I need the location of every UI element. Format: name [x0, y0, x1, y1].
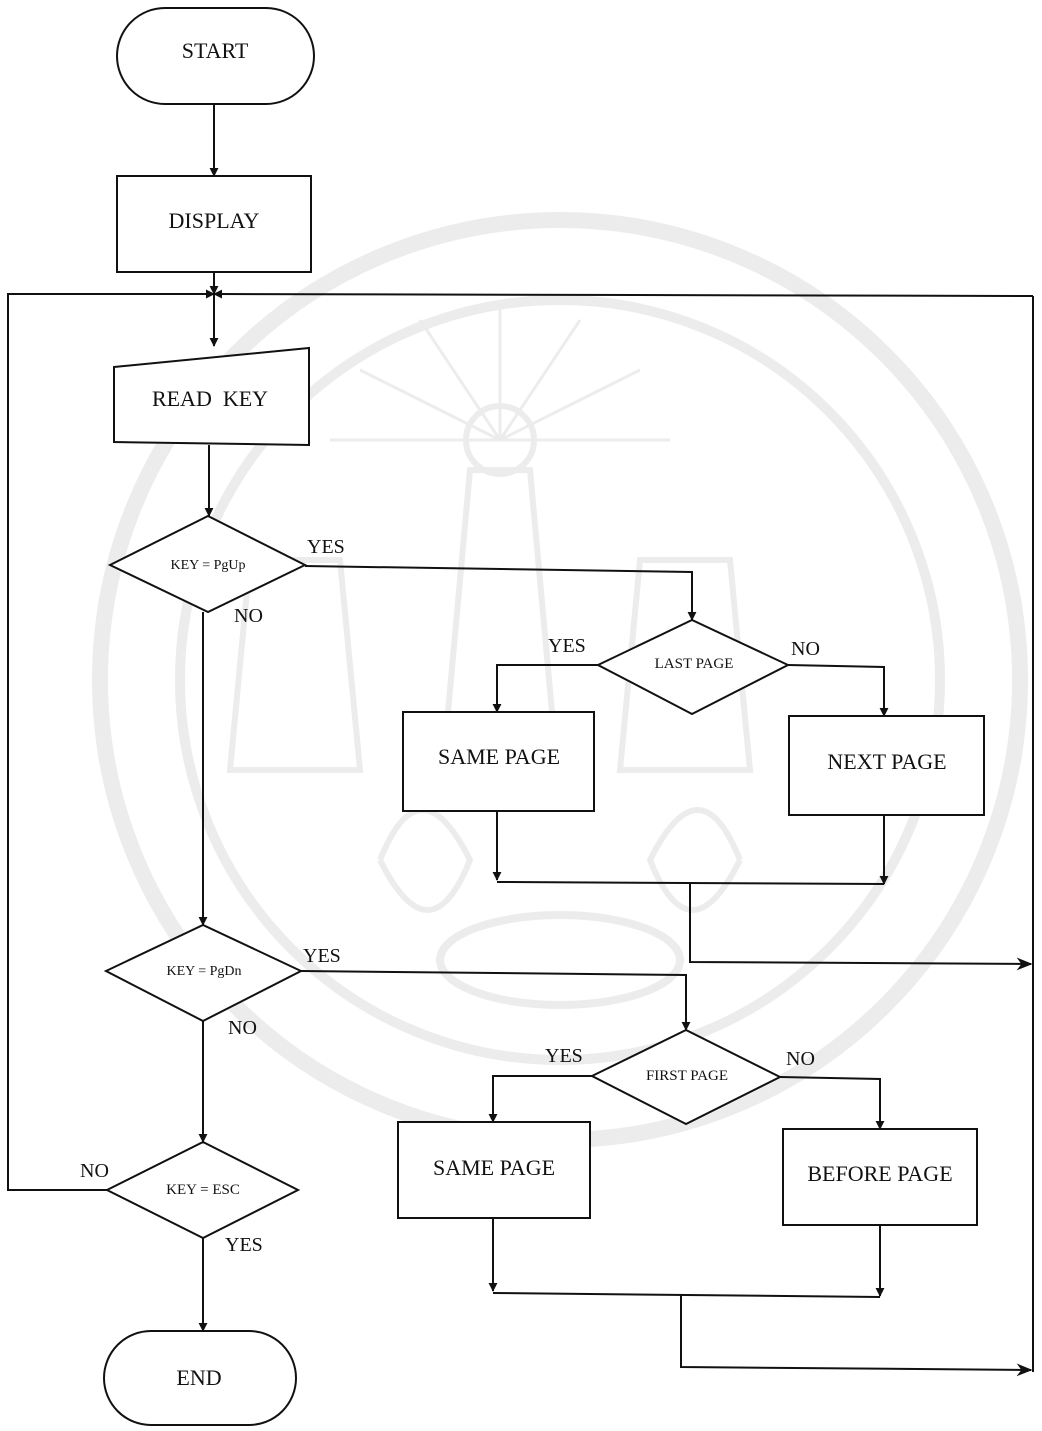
pgup-no-label: NO — [234, 605, 263, 627]
pgdn-no-label: NO — [228, 1017, 257, 1039]
next-page-label: NEXT PAGE — [827, 749, 946, 774]
pgdn-yes-label: YES — [303, 945, 341, 967]
same-page-2-label: SAME PAGE — [433, 1155, 555, 1180]
pgup-label: KEY = PgUp — [170, 558, 245, 573]
last-page-no-label: NO — [791, 638, 820, 660]
first-page-no-label: NO — [786, 1048, 815, 1070]
end-label: END — [176, 1365, 221, 1390]
display-label: DISPLAY — [169, 208, 260, 233]
last-page-label: LAST PAGE — [655, 656, 734, 672]
start-label: START — [182, 38, 249, 63]
pgup-yes-label: YES — [307, 536, 345, 558]
first-page-label: FIRST PAGE — [646, 1068, 728, 1084]
pgdn-label: KEY = PgDn — [166, 964, 241, 979]
read-key-label: READ KEY — [152, 386, 268, 411]
first-page-yes-label: YES — [545, 1045, 583, 1067]
esc-no-label: NO — [80, 1160, 109, 1182]
esc-label: KEY = ESC — [166, 1182, 240, 1198]
before-page-label: BEFORE PAGE — [807, 1161, 952, 1186]
last-page-yes-label: YES — [548, 635, 586, 657]
same-page-1-label: SAME PAGE — [438, 744, 560, 769]
esc-yes-label: YES — [225, 1234, 263, 1256]
